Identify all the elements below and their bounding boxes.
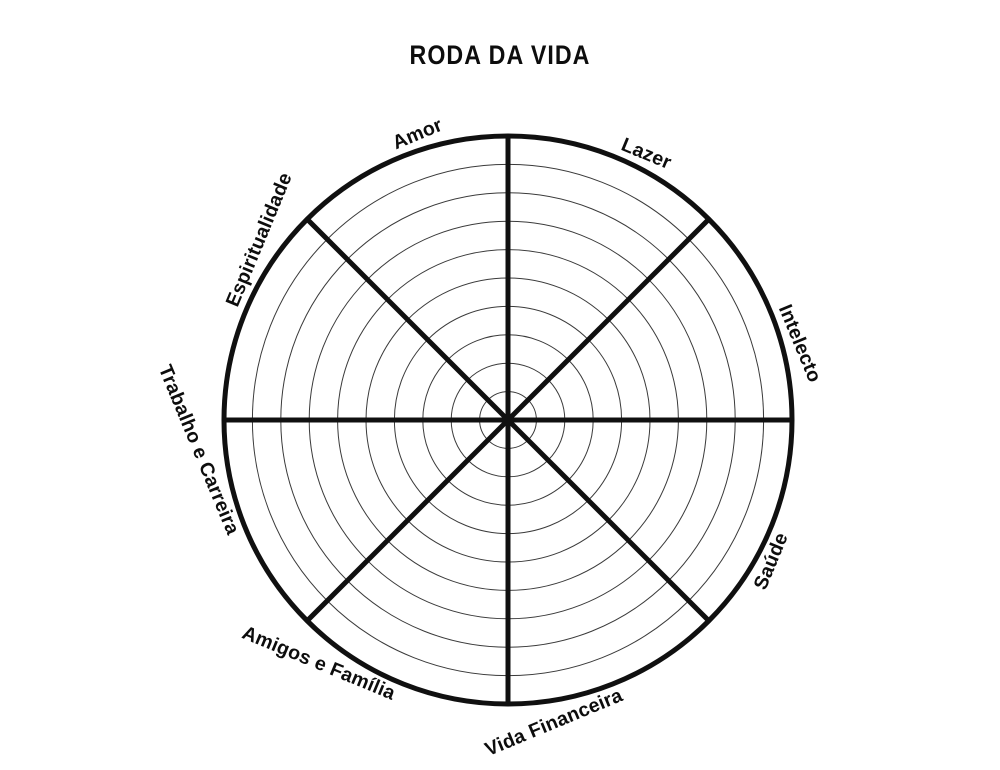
outer-circle [221,133,795,707]
sector-label-vida-financeira: Vida Financeira [482,684,626,761]
spoke-axes [224,136,792,704]
page-title: RODA DA VIDA [409,40,591,70]
sector-label-trabalho-e-carreira: Trabalho e Carreira [154,362,244,538]
sector-label-amor: Amor [389,114,445,154]
spoke-axis [305,217,711,623]
sector-label-lazer: Lazer [618,134,675,174]
